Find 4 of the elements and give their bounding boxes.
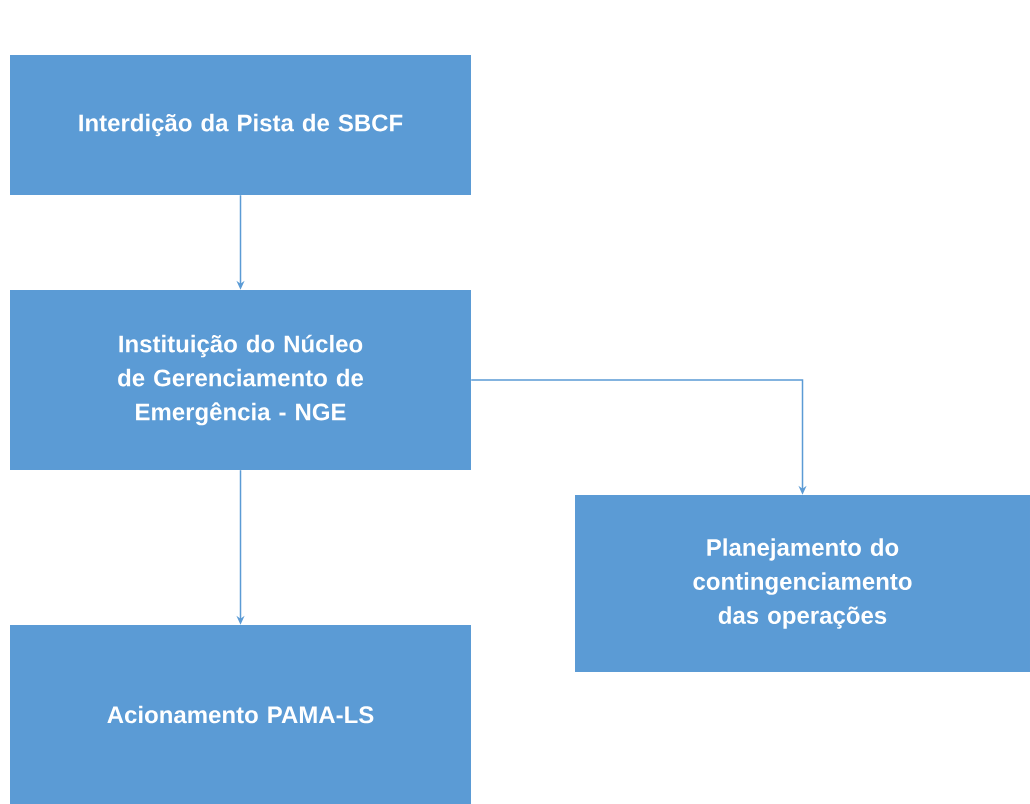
process-box: Acionamento PAMA-LS (10, 625, 471, 804)
process-box: Interdição da Pista de SBCF (10, 55, 471, 195)
process-box: Instituição do Núcleo de Gerenciamento de Emergência - NGE (10, 290, 471, 470)
process-box: Planejamento do contingenciamento das operações (575, 495, 1030, 672)
